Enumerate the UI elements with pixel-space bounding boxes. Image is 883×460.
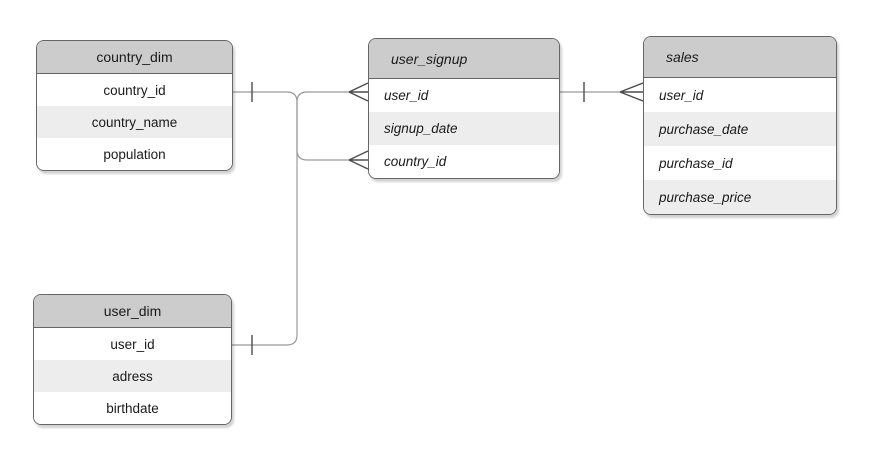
relationship-country_dim-user_signup[interactable] [233, 82, 369, 170]
table-row-country_id[interactable]: country_id [369, 145, 559, 178]
table-row-purchase_date[interactable]: purchase_date [644, 112, 836, 146]
relationship-user_signup-sales[interactable] [560, 82, 644, 102]
table-sales[interactable]: sales user_id purchase_date purchase_id … [643, 36, 837, 215]
table-country_dim[interactable]: country_dim country_id country_name popu… [36, 40, 233, 171]
table-title[interactable]: country_dim [37, 41, 232, 74]
table-title[interactable]: user_signup [369, 39, 559, 79]
table-title[interactable]: sales [644, 37, 836, 78]
table-row-country_name[interactable]: country_name [37, 106, 232, 138]
table-row-country_id[interactable]: country_id [37, 74, 232, 106]
table-row-purchase_id[interactable]: purchase_id [644, 146, 836, 180]
table-user_dim[interactable]: user_dim user_id adress birthdate [33, 294, 232, 425]
table-row-user_id[interactable]: user_id [644, 78, 836, 112]
table-row-population[interactable]: population [37, 138, 232, 170]
table-user_signup[interactable]: user_signup user_id signup_date country_… [368, 38, 560, 179]
table-row-user_id[interactable]: user_id [369, 79, 559, 112]
relationship-user_dim-user_signup[interactable] [232, 82, 369, 355]
table-title[interactable]: user_dim [34, 295, 231, 328]
crow-foot-many-icon [348, 82, 369, 102]
table-row-user_id[interactable]: user_id [34, 328, 231, 360]
relationship-line[interactable] [232, 91, 349, 346]
table-row-purchase_price[interactable]: purchase_price [644, 180, 836, 214]
crow-foot-many-icon [619, 82, 644, 102]
table-row-signup_date[interactable]: signup_date [369, 112, 559, 145]
relationship-line[interactable] [233, 91, 349, 161]
crow-foot-many-icon [348, 150, 369, 170]
table-row-birthdate[interactable]: birthdate [34, 392, 231, 424]
table-row-adress[interactable]: adress [34, 360, 231, 392]
